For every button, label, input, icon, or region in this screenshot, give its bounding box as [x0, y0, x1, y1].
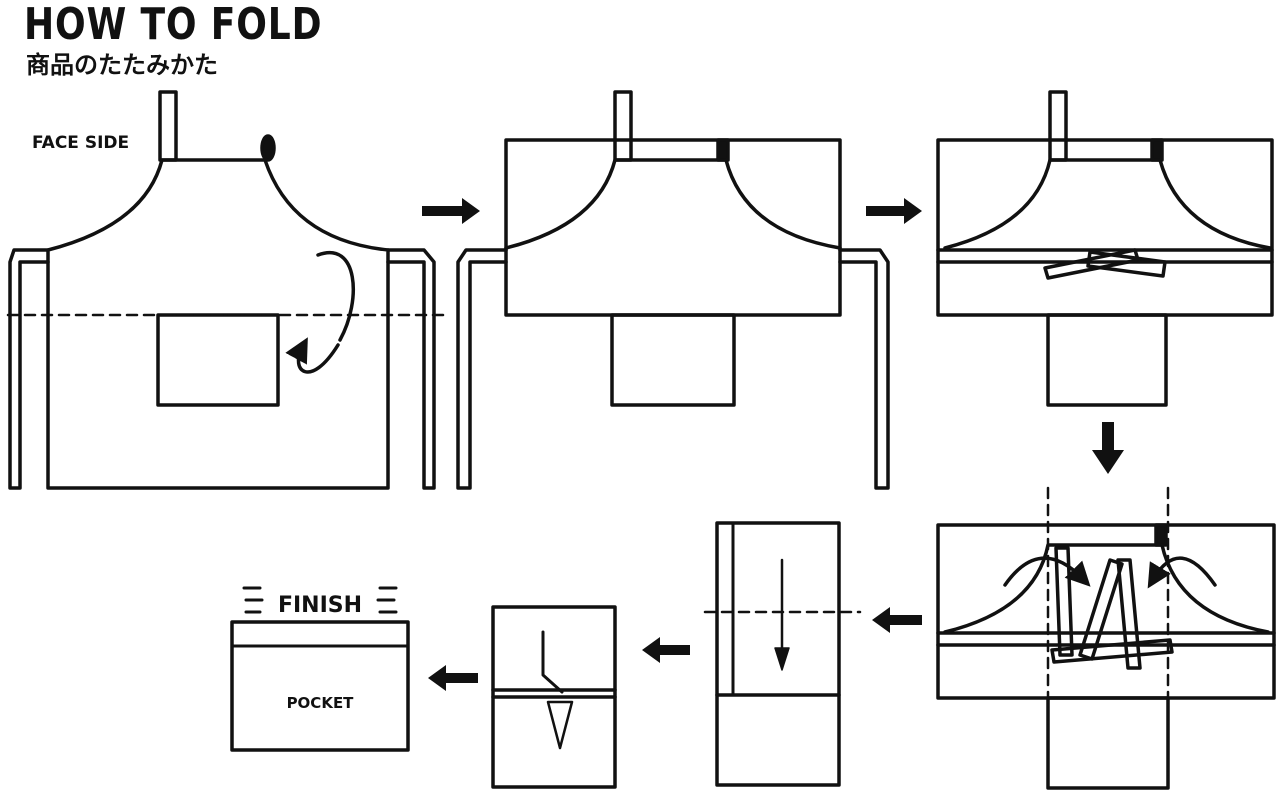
finish-spark-right	[376, 586, 398, 614]
apron-pocket	[610, 313, 736, 407]
adjuster-buckle	[1150, 138, 1164, 162]
finished-bundle	[230, 620, 410, 752]
rotate-arrow-lower	[285, 337, 340, 374]
adjuster-buckle	[716, 138, 730, 162]
finish-label: FINISH	[278, 593, 362, 618]
page-subtitle: 商品のたたみかた	[26, 51, 218, 79]
fold-arrow-right	[1147, 556, 1217, 589]
neck-strap	[158, 90, 178, 162]
arrow-step-5-to-6	[642, 637, 690, 663]
apron-pocket	[156, 313, 280, 407]
step-5-fold-down	[703, 521, 862, 787]
neck-strap	[1048, 90, 1068, 162]
neck-strap	[613, 90, 633, 162]
step-1-apron-flat	[6, 90, 450, 490]
tuck-arrow-shaft	[541, 630, 564, 694]
tuck-arrow-head	[546, 700, 574, 750]
arrow-step-1-to-2	[422, 198, 480, 224]
tie-zigzag-1	[1054, 546, 1074, 657]
tie-cross-right	[1086, 250, 1167, 278]
adjuster-buckle	[1154, 523, 1168, 547]
tie-cross-left	[1043, 248, 1140, 280]
apron-pocket	[1046, 313, 1168, 407]
folded-panel	[504, 138, 842, 317]
finish-pocket-bundle	[230, 586, 410, 752]
right-waist-tie	[386, 248, 436, 490]
tie-zigzag-3	[1116, 558, 1142, 670]
fold-arrow-left	[1003, 556, 1091, 587]
step-3-ties-crossed	[936, 90, 1274, 407]
apron-pocket	[1046, 696, 1170, 790]
arrow-step-2-to-3	[866, 198, 922, 224]
step-2-bottom-folded	[456, 90, 890, 490]
face-side-label: FACE SIDE	[32, 133, 129, 153]
left-waist-tie	[456, 248, 508, 490]
left-waist-tie	[8, 248, 50, 490]
step-4-fold-sides	[936, 486, 1276, 792]
apron-body	[46, 158, 390, 490]
right-waist-tie	[838, 248, 890, 490]
apron-top-curve	[504, 158, 842, 250]
fold-down-arrowhead	[774, 647, 790, 671]
rotate-arrow-upper	[316, 251, 356, 342]
finish-spark-left	[242, 586, 264, 614]
folded-panel	[936, 138, 1274, 317]
folded-strip	[715, 521, 841, 787]
pocket-label: POCKET	[287, 694, 355, 712]
step-6-tuck-in	[491, 605, 617, 789]
tie-zigzag-4	[1050, 638, 1174, 664]
arrow-step-6-to-finish	[428, 665, 478, 691]
apron-top-curve	[943, 158, 1272, 250]
arrow-step-3-to-4	[1092, 422, 1124, 474]
arrow-step-4-to-5	[872, 607, 922, 633]
adjuster-buckle	[260, 134, 276, 162]
page-title: HOW TO FOLD	[24, 0, 323, 50]
apron-top-curve	[943, 543, 1270, 634]
